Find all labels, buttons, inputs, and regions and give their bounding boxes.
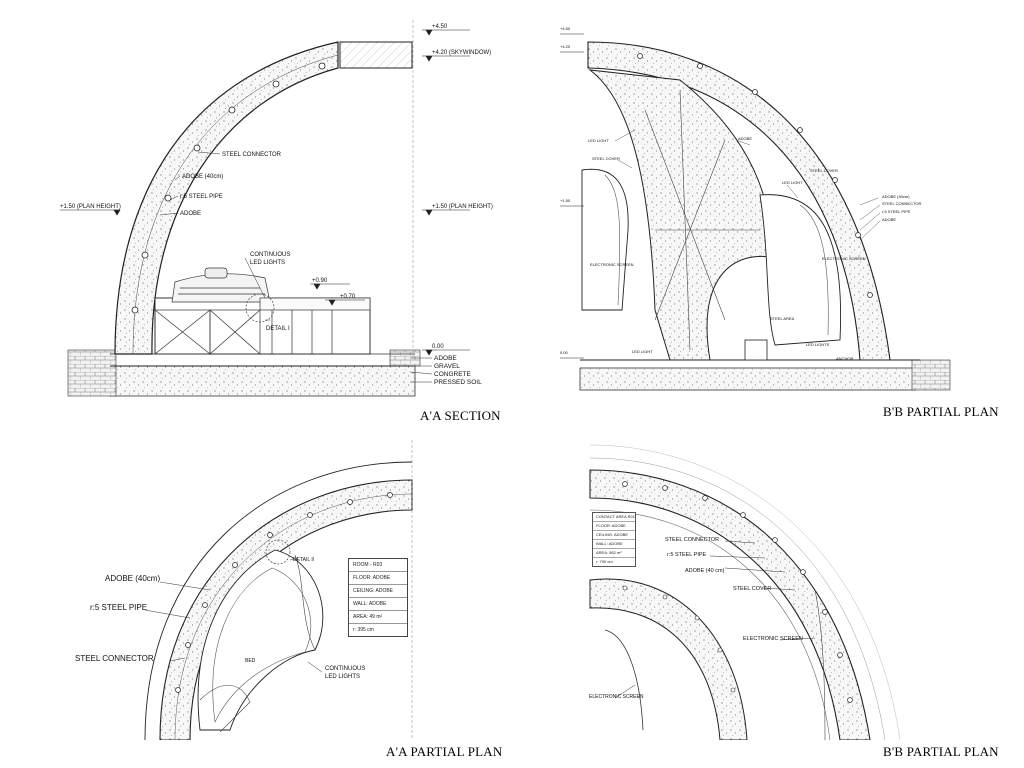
- skywindow: [339, 41, 413, 69]
- aa-plan-steel-pipe: r:5 STEEL PIPE: [90, 603, 147, 612]
- steel-connector-marks: [131, 62, 326, 314]
- aa-plan-bed: BED: [245, 658, 256, 664]
- ground-pressed-soil: [109, 365, 416, 397]
- level-skywindow: +4.20 (SKYWINDOW): [432, 50, 491, 56]
- level-450: +4.50: [432, 24, 448, 30]
- room-wall: WALL: ADOBE: [349, 598, 407, 611]
- bb-plan-adobe-40: ADOBE (40 cm): [685, 568, 725, 574]
- aa-plan-led-2: LED LIGHTS: [325, 674, 360, 680]
- bb-steel-area: STEEL AREA: [770, 316, 795, 321]
- room-ceiling: CEILING: ADOBE: [349, 585, 407, 598]
- bb-steel-cover-right: STEEL COVER: [810, 168, 838, 173]
- bb-steel-pipe: r:5 STEEL PIPE: [882, 209, 911, 214]
- room-id: ROOM - R03: [349, 559, 407, 572]
- contact-area: AREA: 582 m²: [593, 549, 635, 558]
- aa-plan-outer-ring: [144, 461, 413, 740]
- bb-plan-electronic-screen-left: ELECTRONIC SCREEN: [589, 694, 644, 700]
- layer-gravel: GRAVEL: [434, 363, 460, 370]
- label-led-1: CONTINUOUS: [250, 252, 290, 258]
- dome-shell-right: [587, 41, 891, 361]
- level-070: +0.70: [340, 294, 356, 300]
- label-detail-i: DETAIL I: [266, 326, 290, 332]
- bb-adobe-right: ADOBE: [882, 217, 896, 222]
- bb-plan-steel-cover: STEEL COVER: [733, 586, 771, 592]
- aa-plan-detail: DETAIL II: [293, 557, 314, 563]
- bb-partial-plan-drawing: STEEL CONNECTOR r:5 STEEL PIPE ADOBE (40…: [585, 440, 975, 740]
- room-area: AREA: 49 m²: [349, 611, 407, 624]
- bb-steel-connector: STEEL CONNECTOR: [882, 201, 921, 206]
- label-led-2: LED LIGHTS: [250, 260, 285, 266]
- bb-led-lights-bottom: LED LIGHTS: [806, 342, 830, 347]
- title-aa-section: A'A SECTION: [420, 408, 501, 423]
- contact-ceiling: CEILING: ADOBE: [593, 531, 635, 540]
- svg-text:+4.50: +4.50: [560, 26, 571, 31]
- bb-plan-steel-connector: STEEL CONNECTOR: [665, 537, 719, 543]
- label-adobe-40: ADOBE (40cm): [182, 174, 223, 180]
- title-aa-partial-plan: A'A PARTIAL PLAN: [386, 744, 503, 759]
- bb-anchor: ANCHOR: [836, 356, 853, 361]
- bb-steel-cover: STEEL COVER: [592, 156, 620, 161]
- room-floor: FLOOR: ADOBE: [349, 572, 407, 585]
- detail-i-circle: [245, 293, 275, 323]
- label-steel-pipe: r:5 STEEL PIPE: [180, 194, 223, 200]
- label-adobe: ADOBE: [180, 211, 201, 217]
- bb-plan-steel-pipe: r:5 STEEL PIPE: [667, 552, 707, 558]
- layer-concrete: CONGRETE: [434, 371, 472, 378]
- svg-text:0.00: 0.00: [560, 350, 569, 355]
- bb-electronic-screen-left: ELECTRONIC SCREEN: [590, 262, 634, 267]
- title-bb-partial-plan-top: B'B PARTIAL PLAN: [883, 404, 999, 419]
- contact-wall: WALL: ADOBE: [593, 540, 635, 549]
- title-bb-partial-plan-bottom: B'B PARTIAL PLAN: [883, 744, 999, 759]
- bb-plan-adobe-ring: [589, 469, 871, 740]
- contact-floor: FLOOR: ADOBE: [593, 522, 635, 531]
- room-info-box: ROOM - R03 FLOOR: ADOBE CEILING: ADOBE W…: [348, 558, 408, 637]
- aa-partial-plan-drawing: ADOBE (40cm) r:5 STEEL PIPE STEEL CONNEC…: [60, 440, 420, 740]
- bb-led-light-left: LED LIGHT: [588, 138, 609, 143]
- inner-sail-wall: [588, 69, 776, 361]
- bb-led-light-right: LED LIGHT: [782, 180, 803, 185]
- room-radius: r: 395 cm: [353, 627, 374, 633]
- svg-text:+1.50: +1.50: [560, 198, 571, 203]
- bb-electronic-screen-right: ELECTRONIC SCREEN: [822, 256, 866, 261]
- contact-radius: r: 790 cm: [596, 559, 613, 564]
- bb-led-light-bottom-left: LED LIGHT: [632, 349, 653, 354]
- level-plan-height-right: +1.50 (PLAN HEIGHT): [432, 204, 493, 210]
- label-steel-connector: STEEL CONNECTOR: [222, 152, 282, 158]
- bb-plan-electronic-screen-right: ELECTRONIC SCREEN: [743, 636, 803, 642]
- contact-title: CONTACT AREA R01: [593, 513, 635, 522]
- bed-ellipse: [212, 567, 312, 724]
- svg-text:+4.20: +4.20: [560, 44, 571, 49]
- level-plan-height-left: +1.50 (PLAN HEIGHT): [60, 204, 121, 210]
- bb-plan-inner-adobe: [589, 578, 748, 740]
- aa-section-drawing: +4.50 +4.20 (SKYWINDOW) +1.50 (PLAN HEIG…: [60, 20, 520, 420]
- contact-area-box: CONTACT AREA R01 FLOOR: ADOBE CEILING: A…: [592, 512, 636, 567]
- bb-adobe-40: ADOBE (40cm): [882, 194, 910, 199]
- ground-brick-left: [67, 349, 117, 397]
- level-zero: 0.00: [432, 344, 444, 350]
- level-090: +0.90: [312, 278, 328, 284]
- aa-plan-led-1: CONTINUOUS: [325, 666, 365, 672]
- layer-pressed-soil: PRESSED SOIL: [434, 379, 482, 386]
- bb-section-drawing: +4.50 +4.20 +1.50 0.00 LED LIGHT STEEL C…: [560, 20, 960, 400]
- aa-plan-adobe-40: ADOBE (40cm): [105, 574, 160, 583]
- bb-adobe-top: ADOBE: [738, 136, 752, 141]
- aa-plan-steel-connector: STEEL CONNECTOR: [75, 654, 154, 663]
- aa-plan-adobe-ring: [159, 479, 413, 740]
- dome-shell-section: [114, 41, 339, 355]
- layer-adobe: ADOBE: [434, 355, 457, 362]
